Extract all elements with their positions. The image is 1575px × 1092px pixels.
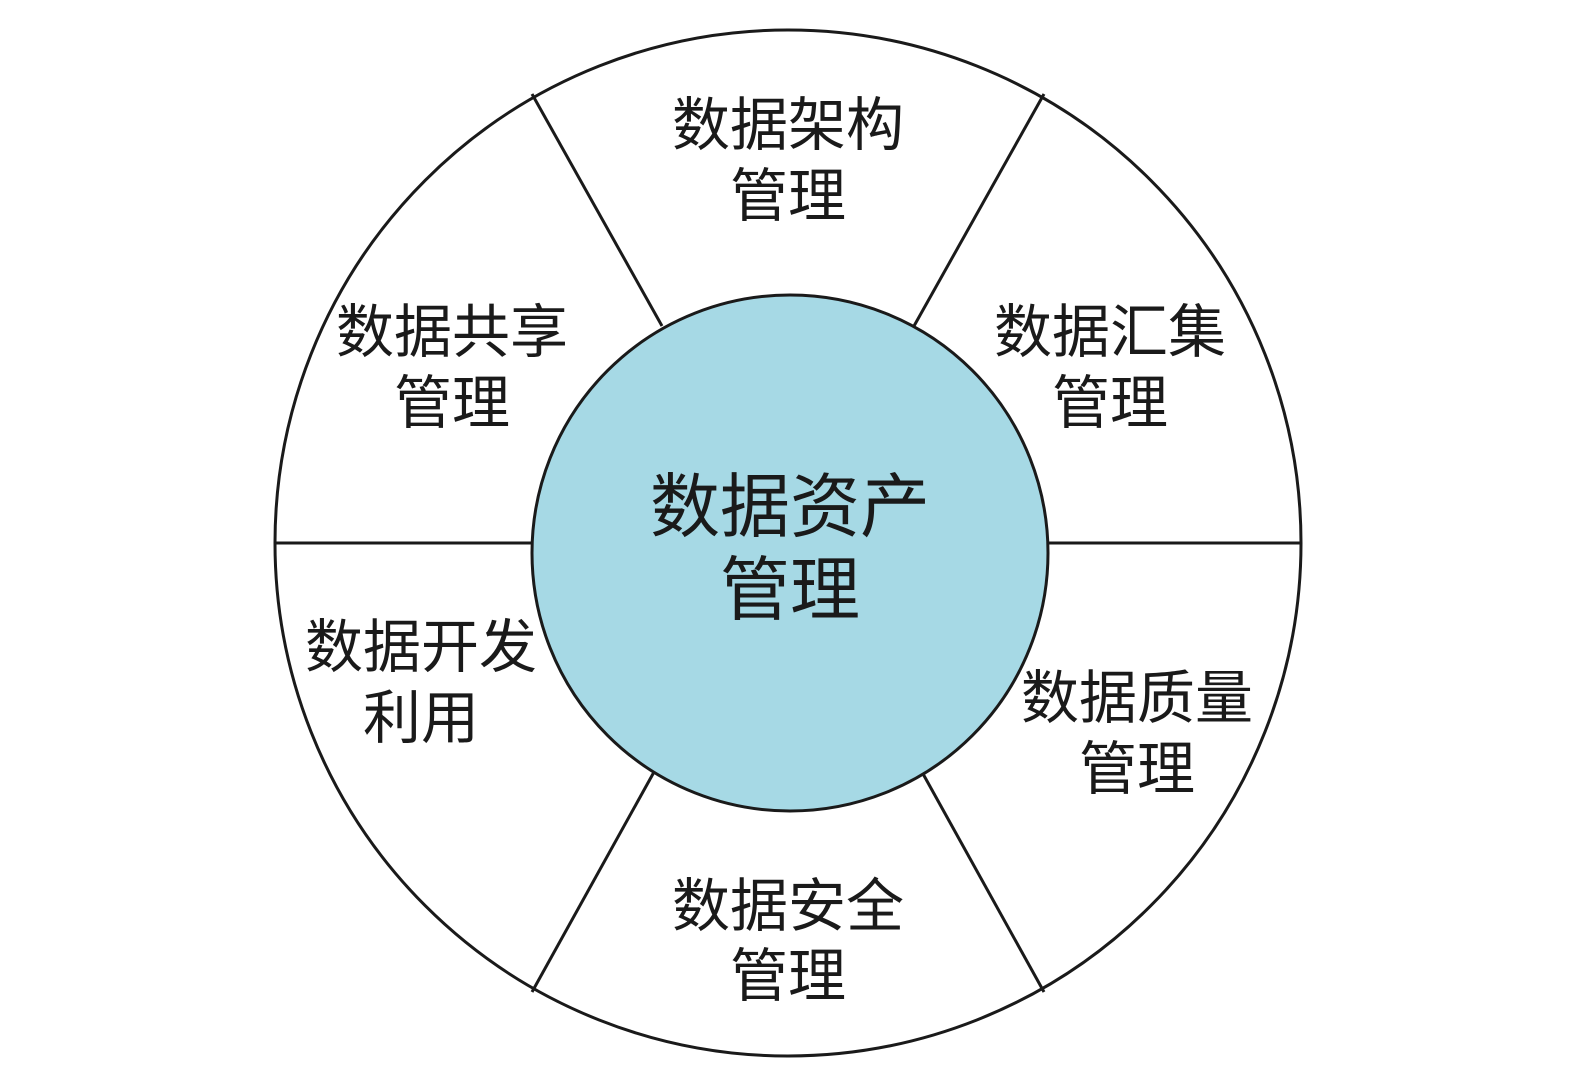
divider-top-left: [530, 93, 664, 327]
segment-security-line2: 管理: [730, 942, 846, 1010]
hub-circle: [530, 293, 1050, 813]
segment-collection-line1: 数据汇集: [994, 298, 1226, 366]
hub-label-line1: 数据资产: [650, 466, 930, 548]
segment-architecture: 数据架构 管理: [672, 91, 904, 230]
segment-sharing-line2: 管理: [394, 369, 510, 437]
segment-quality-line2: 管理: [1079, 735, 1195, 803]
segment-development: 数据开发 利用: [305, 613, 537, 752]
segment-security-line1: 数据安全: [672, 872, 904, 940]
segment-collection: 数据汇集 管理: [994, 298, 1226, 437]
segment-security: 数据安全 管理: [672, 872, 904, 1010]
segment-architecture-line2: 管理: [730, 162, 846, 230]
hub-label-line2: 管理: [720, 549, 860, 631]
segment-collection-line2: 管理: [1052, 369, 1168, 437]
segment-sharing: 数据共享 管理: [336, 298, 568, 437]
segment-development-line2: 利用: [363, 684, 479, 752]
divider-bottom-left: [530, 771, 656, 993]
segment-architecture-line1: 数据架构: [672, 91, 904, 159]
divider-top-right: [912, 93, 1046, 327]
divider-bottom-right: [920, 771, 1046, 993]
segment-quality: 数据质量 管理: [1021, 664, 1253, 803]
segment-development-line1: 数据开发: [305, 613, 537, 681]
segment-quality-line1: 数据质量: [1021, 664, 1253, 732]
segment-sharing-line1: 数据共享: [336, 298, 568, 366]
